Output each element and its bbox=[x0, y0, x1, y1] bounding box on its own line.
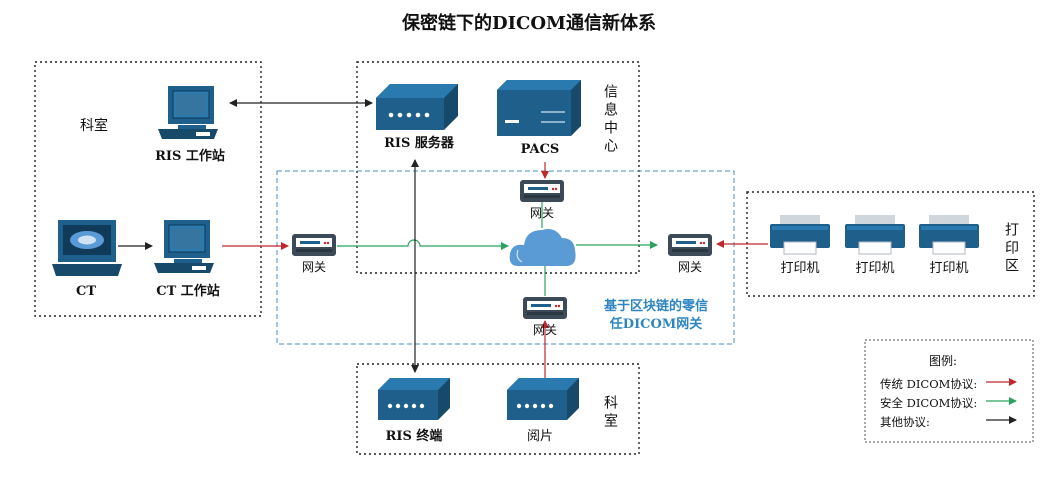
legend-item-other: 其他协议: bbox=[880, 415, 930, 429]
zero-trust-box bbox=[276, 170, 735, 345]
pacs-label: PACS bbox=[520, 142, 560, 157]
viewer-icon bbox=[507, 378, 579, 420]
ris-server-icon bbox=[376, 84, 458, 130]
gateway-pacs-icon bbox=[520, 180, 564, 202]
viewer-label: 阅片 bbox=[526, 429, 554, 444]
gateway-left-icon bbox=[292, 234, 336, 256]
print-area-label: 打印区 bbox=[1003, 222, 1019, 276]
gateway-pacs-label: 网关 bbox=[529, 206, 555, 220]
ris-terminal-label: RIS 终端 bbox=[385, 429, 443, 444]
dept-top-left-box bbox=[34, 61, 262, 317]
gateway-bottom-icon bbox=[523, 297, 567, 319]
zero-trust-label: 基于区块链的零信 任DICOM网关 bbox=[604, 298, 708, 334]
legend-box bbox=[864, 339, 1034, 443]
ris-workstation-label: RIS 工作站 bbox=[155, 149, 225, 164]
printer-3-icon bbox=[919, 215, 979, 255]
printer-1-label: 打印机 bbox=[780, 261, 820, 276]
legend-title: 图例: bbox=[928, 354, 958, 368]
gateway-right-icon bbox=[668, 234, 712, 256]
dept-bottom-box bbox=[356, 363, 640, 455]
printer-2-label: 打印机 bbox=[855, 261, 895, 276]
zero-trust-label-line-2: 任DICOM网关 bbox=[609, 317, 703, 332]
diagram-title: 保密链下的DICOM通信新体系 bbox=[402, 13, 656, 34]
blockchain-cloud-icon bbox=[509, 229, 576, 266]
ct-label: CT bbox=[75, 284, 97, 299]
link-gateway-cloud bbox=[337, 239, 509, 250]
pacs-server-icon bbox=[497, 80, 581, 136]
ris-server-label: RIS 服务器 bbox=[384, 136, 454, 151]
dept-top-left-label: 科室 bbox=[80, 118, 108, 134]
ct-workstation-label: CT 工作站 bbox=[156, 284, 220, 299]
gateway-right-label: 网关 bbox=[677, 260, 703, 274]
dept-bottom-label: 科室 bbox=[602, 395, 618, 431]
info-center-box bbox=[356, 61, 640, 274]
gateway-bottom-label: 网关 bbox=[532, 323, 558, 337]
printer-3-label: 打印机 bbox=[929, 261, 969, 276]
ct-workstation-icon bbox=[154, 220, 214, 273]
info-center-label: 信息中心 bbox=[602, 84, 618, 156]
printer-1-icon bbox=[770, 215, 830, 255]
legend-item-secure: 安全 DICOM协议: bbox=[880, 396, 978, 410]
gateway-left-label: 网关 bbox=[301, 260, 327, 274]
printer-2-icon bbox=[845, 215, 905, 255]
ris-workstation-icon bbox=[158, 86, 218, 139]
legend-item-traditional: 传统 DICOM协议: bbox=[880, 377, 978, 391]
zero-trust-label-line-1: 基于区块链的零信 bbox=[604, 299, 709, 314]
ct-scanner-icon bbox=[52, 220, 122, 276]
ris-terminal-icon bbox=[378, 378, 450, 420]
